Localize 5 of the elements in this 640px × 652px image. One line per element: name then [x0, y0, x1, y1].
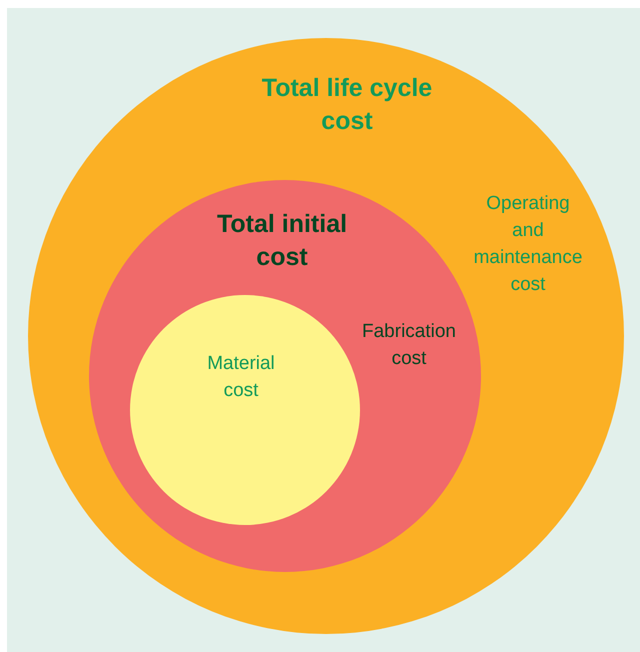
- circle-heading: Total initial cost: [216, 209, 348, 273]
- circle-label: Fabrication cost: [361, 320, 457, 371]
- circle-label: Operating and maintenance cost: [472, 192, 584, 297]
- circle-label: Material cost: [206, 352, 276, 403]
- circle-heading: Total life cycle cost: [260, 73, 434, 137]
